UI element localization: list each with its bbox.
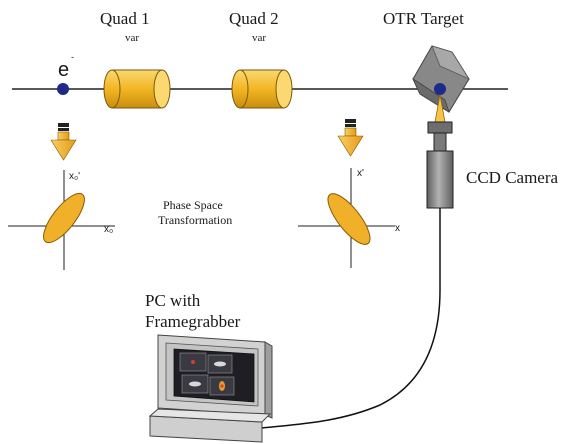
right-axis-x-label: x: [395, 223, 400, 234]
phase-space-right-ellipse: [327, 193, 371, 245]
otr-beam-spot: [434, 83, 446, 95]
electron-dot: [57, 83, 69, 95]
right-axis-y-label: x': [357, 168, 364, 179]
quad-2-sublabel: var: [252, 32, 266, 44]
arrow-down-right: [337, 119, 364, 157]
left-axis-y-label: x₀': [69, 171, 80, 182]
quad-2-label: Quad 2: [229, 9, 279, 28]
pc-computer: [148, 334, 273, 443]
otr-target-label: OTR Target: [383, 9, 464, 28]
quad-1-sublabel: var: [125, 32, 139, 44]
phase-space-caption-line2: Transformation: [158, 213, 232, 227]
quad-1-magnet: [103, 69, 171, 109]
phase-space-caption-line1: Phase Space: [163, 198, 223, 212]
quad-1-label: Quad 1: [100, 9, 150, 28]
electron-superscript: -: [71, 52, 74, 62]
ccd-camera-label: CCD Camera: [466, 168, 559, 187]
quad-2-magnet: [231, 69, 293, 109]
pc-label-line1: PC with: [145, 291, 201, 310]
electron-label: e: [58, 59, 69, 81]
left-axis-x-label: x₀: [104, 224, 113, 235]
camera-cable: [261, 208, 441, 429]
phase-space-left-ellipse: [43, 192, 85, 244]
ccd-camera: [426, 121, 454, 209]
otr-target: [412, 45, 471, 113]
pc-label-line2: Framegrabber: [145, 312, 241, 331]
arrow-down-left: [50, 123, 77, 161]
